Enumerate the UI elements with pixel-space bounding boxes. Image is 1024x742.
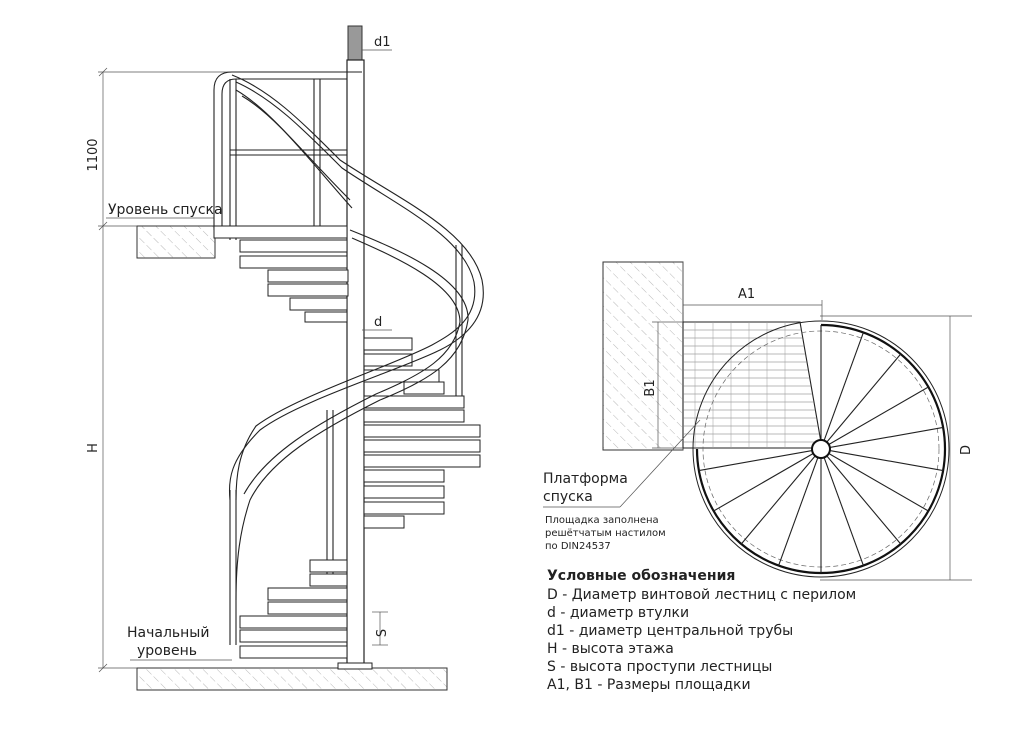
legend-title: Условные обозначения	[547, 568, 735, 584]
elevation-view: 1100 H Уровень спуска Начальный уровень …	[86, 25, 484, 691]
tread-line	[698, 450, 813, 472]
step	[309, 559, 348, 573]
legend-item: H - высота этажа	[547, 641, 674, 657]
tread-line	[828, 453, 929, 512]
step	[267, 601, 348, 615]
tread-line	[829, 450, 944, 472]
dim-d1-label: d1	[374, 35, 391, 50]
upper-floor-slab	[136, 225, 216, 259]
dim-B1-label: B1	[643, 379, 658, 396]
platform-label-line1: Платформа	[543, 471, 628, 487]
step	[304, 311, 348, 323]
stair-treads	[698, 325, 944, 573]
helical-handrail	[228, 74, 484, 601]
step	[363, 454, 481, 468]
stair-handrail-arc	[695, 323, 947, 575]
step	[363, 395, 465, 409]
step	[239, 615, 348, 629]
tread-line	[823, 332, 864, 441]
top-landing-railing	[213, 71, 362, 240]
start-level-label-line2: уровень	[137, 643, 197, 659]
tread-line	[826, 455, 902, 545]
dim-H-label: H	[86, 443, 101, 453]
step	[239, 629, 348, 643]
legend: Условные обозначения D - Диаметр винтово…	[547, 568, 856, 693]
central-pipe	[346, 59, 365, 669]
note-line1: Площадка заполнена	[545, 515, 659, 526]
step	[363, 409, 465, 423]
balusters	[229, 245, 463, 645]
central-hub	[811, 439, 831, 459]
step	[309, 573, 348, 587]
tread-line	[823, 457, 864, 566]
ground-slab	[136, 667, 448, 691]
step	[267, 269, 349, 283]
step	[363, 337, 413, 351]
landing-platform	[682, 321, 823, 449]
legend-item: D - Диаметр винтовой лестниц с перилом	[547, 587, 856, 603]
note-line3: по DIN24537	[545, 541, 611, 552]
step	[363, 424, 481, 438]
tread-line	[713, 453, 814, 512]
tread-line	[778, 457, 819, 566]
step	[239, 645, 348, 659]
step	[403, 381, 445, 395]
plan-view: A1 B1 D Платформа спуска Площадка заполн…	[543, 261, 974, 581]
step	[363, 353, 413, 367]
step	[363, 485, 445, 499]
step	[289, 297, 348, 311]
platform-label-line2: спуска	[543, 489, 593, 505]
step	[267, 283, 349, 297]
dim-D-label: D	[959, 445, 974, 455]
dim-A1-label: A1	[738, 287, 755, 302]
legend-item: d1 - диаметр центральной трубы	[547, 623, 793, 639]
tread-line	[829, 426, 944, 448]
descent-level-label: Уровень спуска	[108, 202, 223, 218]
step	[363, 469, 445, 483]
step	[363, 515, 405, 529]
dim-S-label: S	[375, 629, 390, 637]
tread-line	[828, 386, 929, 445]
pipe-base-plate	[337, 662, 373, 670]
central-pipe-cap	[347, 25, 363, 61]
steps	[239, 239, 481, 659]
legend-item: A1, B1 - Размеры площадки	[547, 677, 751, 693]
tread-line	[826, 353, 902, 443]
step	[239, 255, 348, 269]
dim-d-label: d	[374, 315, 382, 330]
legend-item: S - высота проступи лестницы	[547, 659, 772, 675]
start-level-label-line1: Начальный	[127, 625, 209, 641]
step	[363, 439, 481, 453]
step	[239, 239, 348, 253]
legend-item: d - диаметр втулки	[547, 605, 689, 621]
tread-line	[740, 455, 816, 545]
plan-wall	[602, 261, 684, 451]
stair-outer-circle	[692, 320, 950, 578]
note-line2: решётчатым настилом	[545, 528, 666, 539]
step	[267, 587, 348, 601]
step	[363, 501, 445, 515]
dim-1100-label: 1100	[86, 138, 101, 171]
